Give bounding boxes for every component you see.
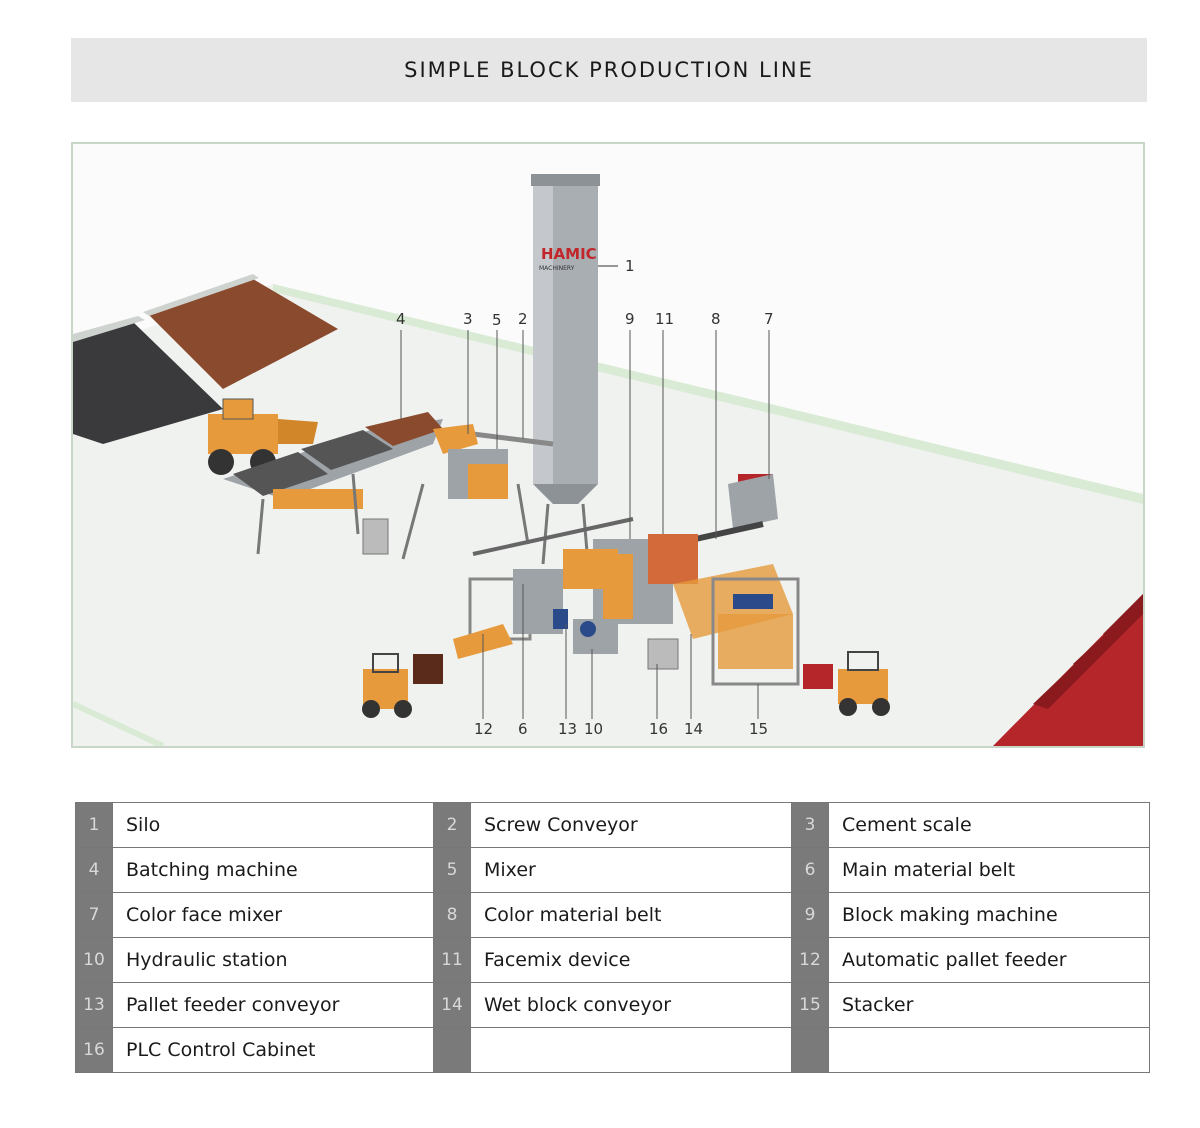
legend-number-empty: [433, 1027, 471, 1073]
legend-number: 1: [75, 802, 113, 848]
plc-control-cabinet: [647, 638, 679, 670]
silo: HAMIC MACHINERY: [531, 174, 618, 565]
legend-number: 7: [75, 892, 113, 938]
legend-number: 4: [75, 847, 113, 893]
main-material-belt: [472, 517, 634, 556]
callout-8: 8: [711, 310, 721, 328]
wheel-loader: [208, 398, 318, 475]
legend-row: 7 Color face mixer 8 Color material belt…: [75, 892, 1150, 938]
legend-number: 13: [75, 982, 113, 1028]
legend-number: 16: [75, 1027, 113, 1073]
silo-brand-logo: HAMIC: [541, 245, 597, 263]
callout-11: 11: [655, 310, 674, 328]
legend-label: Color material belt: [470, 892, 792, 938]
callout-7: 7: [764, 310, 774, 328]
legend-number: 12: [791, 937, 829, 983]
callout-12: 12: [474, 720, 493, 738]
legend-number: 14: [433, 982, 471, 1028]
callout-16: 16: [649, 720, 668, 738]
callout-5: 5: [492, 311, 502, 329]
callout-4: 4: [396, 310, 406, 328]
production-line-illustration: HAMIC MACHINERY: [73, 174, 1143, 746]
legend-row: 10 Hydraulic station 11 Facemix device 1…: [75, 937, 1150, 983]
aggregate-bins: [73, 274, 338, 444]
legend-number: 9: [791, 892, 829, 938]
legend-label: Wet block conveyor: [470, 982, 792, 1028]
legend-number-empty: [791, 1027, 829, 1073]
legend-label-empty: [470, 1027, 792, 1073]
legend-label: Batching machine: [112, 847, 434, 893]
legend-number: 5: [433, 847, 471, 893]
legend-label: Mixer: [470, 847, 792, 893]
callout-13: 13: [558, 720, 577, 738]
legend-label: Silo: [112, 802, 434, 848]
block-making-machine: [563, 534, 698, 624]
legend-number: 6: [791, 847, 829, 893]
legend-number: 8: [433, 892, 471, 938]
forklift-left: [362, 653, 443, 718]
legend-label: Screw Conveyor: [470, 802, 792, 848]
stacker: [711, 577, 800, 686]
page-title: SIMPLE BLOCK PRODUCTION LINE: [404, 58, 814, 82]
legend-label: Color face mixer: [112, 892, 434, 938]
legend-number: 2: [433, 802, 471, 848]
legend-row: 4 Batching machine 5 Mixer 6 Main materi…: [75, 847, 1150, 893]
legend-number: 15: [791, 982, 829, 1028]
batching-machine: [223, 412, 443, 555]
legend-label: Stacker: [828, 982, 1150, 1028]
legend-label: Facemix device: [470, 937, 792, 983]
callout-9: 9: [625, 310, 635, 328]
legend-label: Pallet feeder conveyor: [112, 982, 434, 1028]
legend-label: Cement scale: [828, 802, 1150, 848]
forklift-right: [803, 651, 890, 716]
callout-numbers: 1 2 3 4 5 6 7 8 9 10 11 12 13 14 15 16: [396, 257, 774, 738]
legend-label: Main material belt: [828, 847, 1150, 893]
legend-number: 10: [75, 937, 113, 983]
callout-10: 10: [584, 720, 603, 738]
silo-brand-subtitle: MACHINERY: [539, 265, 575, 272]
brick-stacks: [993, 594, 1143, 746]
callout-3: 3: [463, 310, 473, 328]
legend-row: 13 Pallet feeder conveyor 14 Wet block c…: [75, 982, 1150, 1028]
legend-label: Automatic pallet feeder: [828, 937, 1150, 983]
legend-table: 1 Silo 2 Screw Conveyor 3 Cement scale 4…: [75, 802, 1150, 1073]
legend-label: Hydraulic station: [112, 937, 434, 983]
callout-14: 14: [684, 720, 703, 738]
legend-label: PLC Control Cabinet: [112, 1027, 434, 1073]
callout-15: 15: [749, 720, 768, 738]
callout-6: 6: [518, 720, 528, 738]
legend-row: 1 Silo 2 Screw Conveyor 3 Cement scale: [75, 802, 1150, 848]
production-line-diagram: HAMIC MACHINERY: [71, 142, 1145, 748]
legend-row: 16 PLC Control Cabinet: [75, 1027, 1150, 1073]
legend-label-empty: [828, 1027, 1150, 1073]
legend-number: 11: [433, 937, 471, 983]
mixer-group: [401, 424, 554, 560]
callout-2: 2: [518, 310, 528, 328]
title-bar: SIMPLE BLOCK PRODUCTION LINE: [71, 38, 1147, 102]
leader-lines: [400, 330, 770, 719]
callout-1: 1: [625, 257, 635, 275]
legend-number: 3: [791, 802, 829, 848]
hydraulic-station: [553, 609, 618, 654]
legend-label: Block making machine: [828, 892, 1150, 938]
